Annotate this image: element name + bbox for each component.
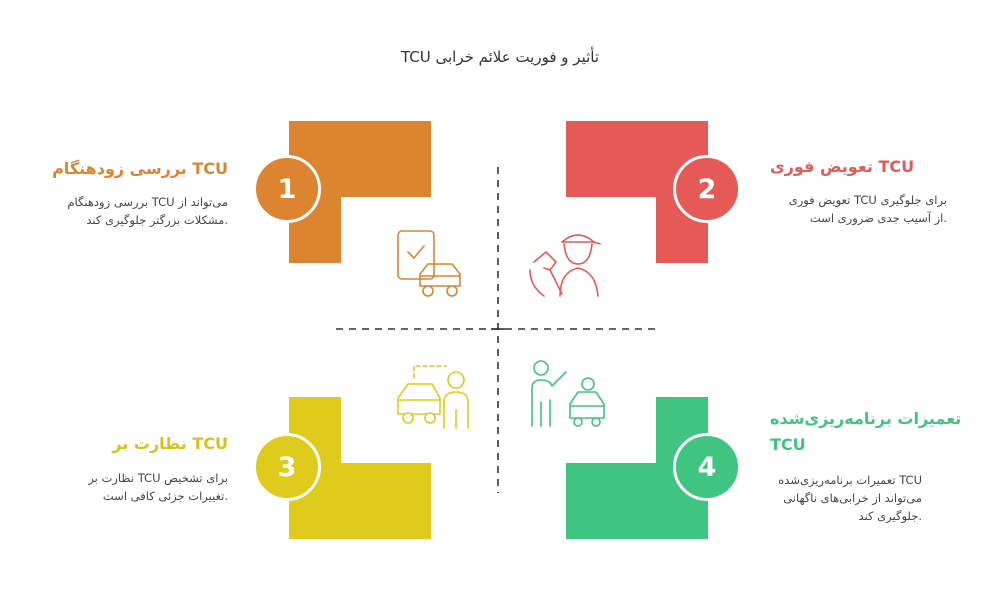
step-3-badge: 3 bbox=[253, 433, 321, 501]
quadrant-3-title: TCU نظارت بر bbox=[112, 434, 228, 453]
quadrant-4-title-line-1: تعمیرات برنامه‌ریزی‌شده bbox=[770, 409, 962, 428]
quadrant-2-block bbox=[566, 121, 708, 263]
quadrant-2-desc-line-1: برای جلوگیری TCU تعویض فوری bbox=[788, 193, 947, 207]
quadrant-4-title-line-2: TCU bbox=[770, 435, 806, 454]
quadrant-1-desc-line-2: .مشکلات بزرگتر جلوگیری کند bbox=[86, 213, 228, 227]
quadrant-2-title: TCU تعویض فوری bbox=[770, 157, 915, 176]
quadrant-4-desc-line-2: می‌تواند از خرابی‌های ناگهانی bbox=[783, 491, 922, 505]
phone-check-car-icon bbox=[397, 230, 461, 297]
quadrant-3-desc-line-1: برای تشخیص TCU نظارت بر bbox=[88, 471, 228, 485]
page-title: TCU تأثیر و فوریت علائم خرابی bbox=[400, 48, 600, 66]
waving-person-car-icon bbox=[531, 360, 605, 427]
step-2-badge: 2 bbox=[673, 155, 741, 223]
quadrant-4-desc-line-1: TCU تعمیرات برنامه‌ریزی‌شده bbox=[778, 473, 922, 487]
quadrant-1-desc-line-1: می‌تواند از TCU بررسی زودهنگام bbox=[67, 195, 228, 209]
step-1-badge: 1 bbox=[253, 155, 321, 223]
quadrant-2-desc-line-2: .از آسیب جدی ضروری است bbox=[809, 211, 947, 225]
quadrant-4-block bbox=[566, 397, 708, 539]
quadrant-3-desc-line-2: .تغییرات جزئی کافی است bbox=[102, 489, 228, 503]
quadrant-1-title: TCU بررسی زودهنگام bbox=[52, 159, 228, 178]
quadrant-1-block bbox=[289, 121, 431, 263]
quadrant-3-block bbox=[289, 397, 431, 539]
quadrant-4-desc-line-3: .جلوگیری کند bbox=[858, 509, 922, 523]
step-4-badge: 4 bbox=[673, 433, 741, 501]
car-person-icon bbox=[397, 365, 469, 429]
mechanic-icon bbox=[529, 234, 601, 297]
